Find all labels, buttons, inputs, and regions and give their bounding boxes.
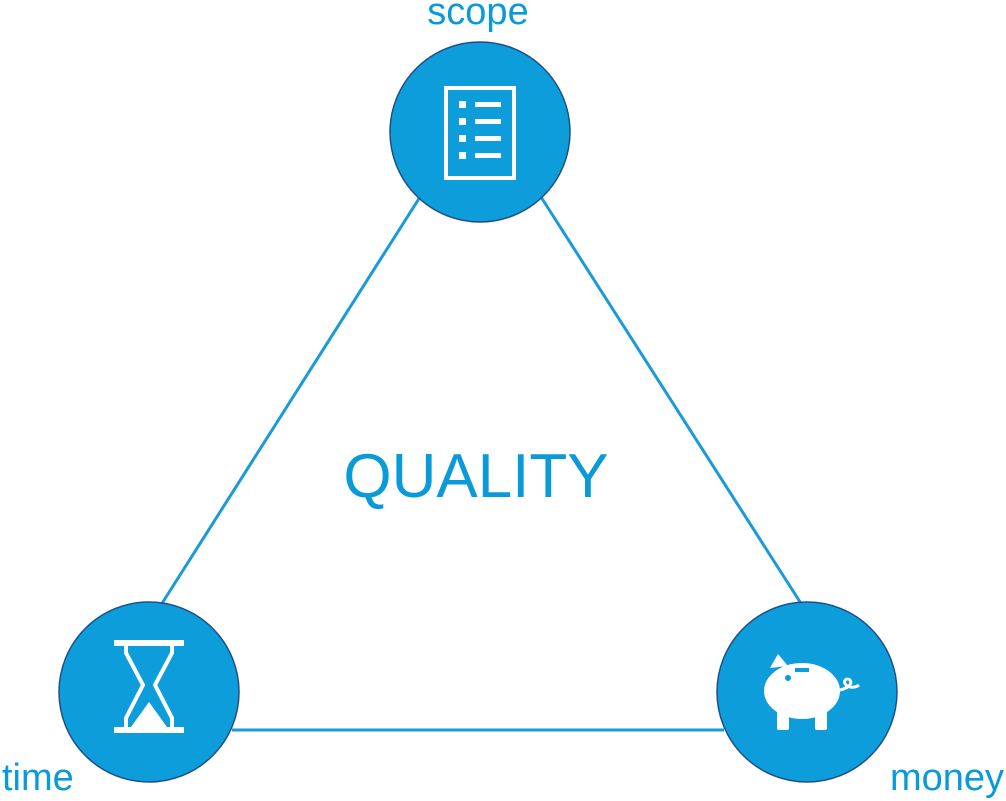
scope-label: scope [427, 0, 528, 33]
checklist-icon [444, 86, 516, 180]
hourglass-icon [114, 640, 184, 733]
piggy-bank-icon [764, 654, 860, 730]
edge-scope-money [539, 196, 804, 606]
node-scope: scope [389, 0, 571, 223]
time-circle [58, 601, 240, 783]
time-label: time [2, 757, 74, 799]
scope-circle [389, 41, 571, 223]
node-time: time [2, 601, 240, 799]
edge-scope-time [159, 196, 422, 606]
money-label: money [890, 757, 1004, 799]
center-label: QUALITY [343, 442, 608, 511]
node-money: money [716, 601, 1004, 799]
